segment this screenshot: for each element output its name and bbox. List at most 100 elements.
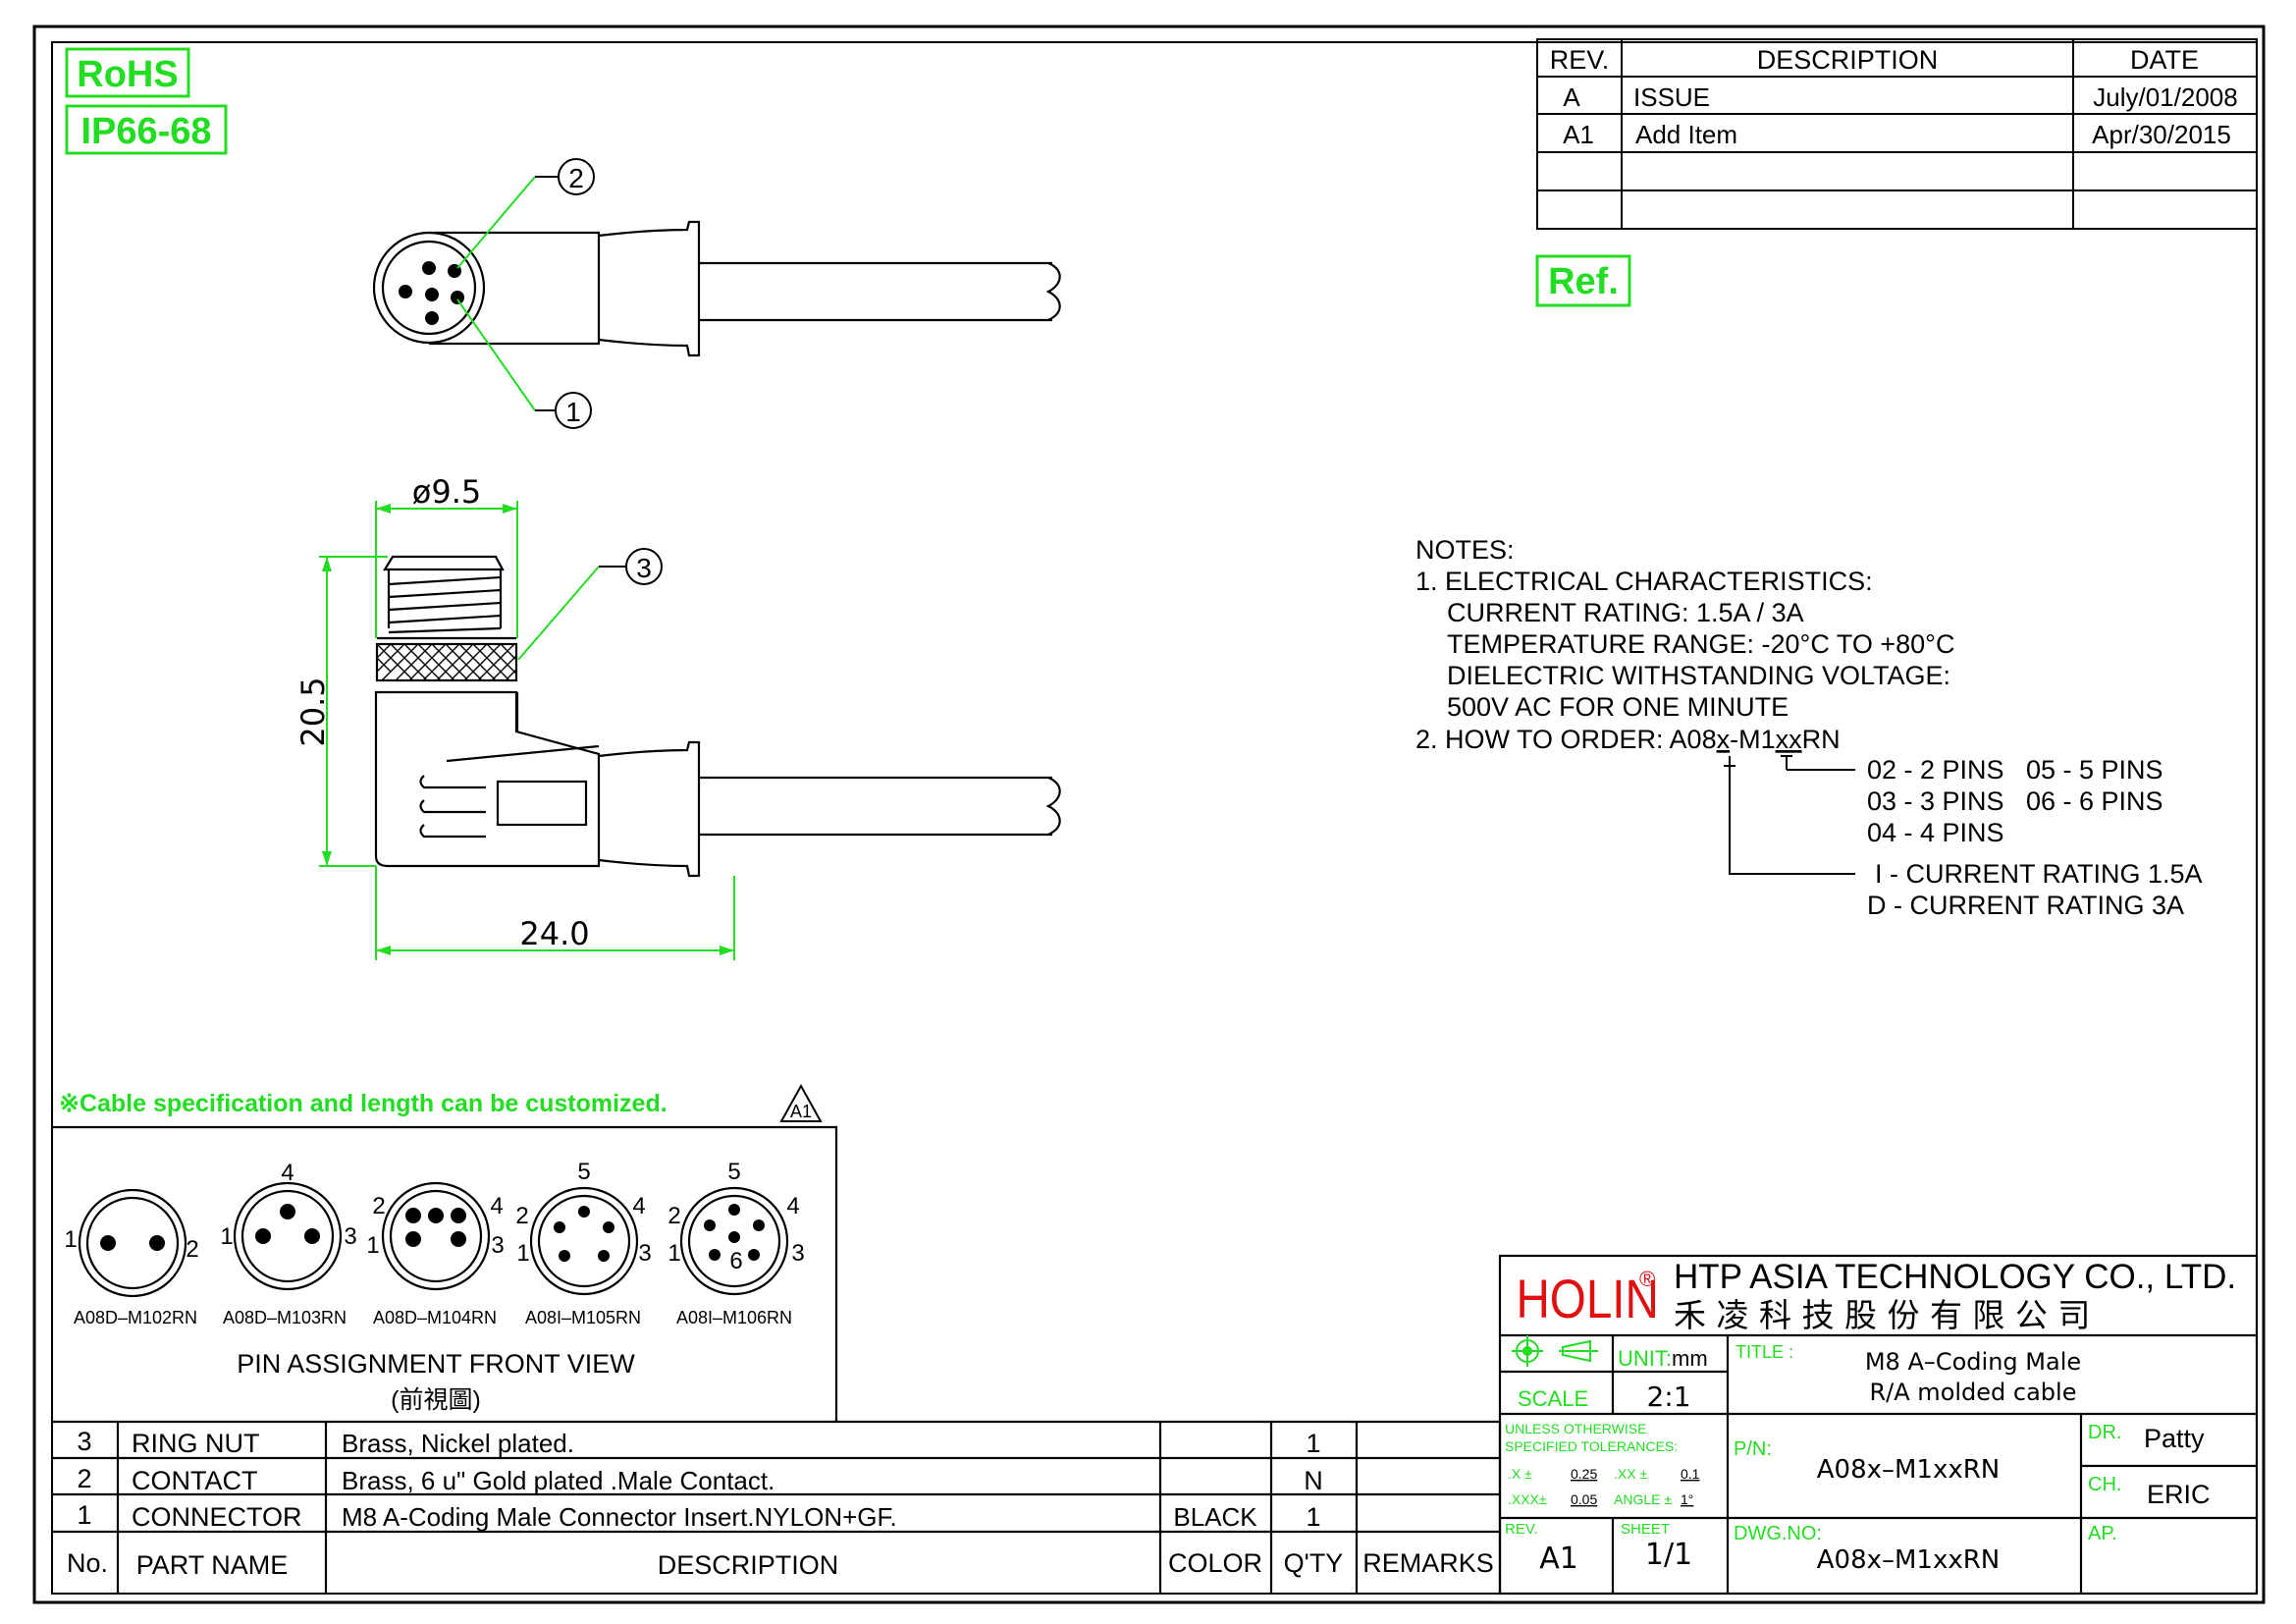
pin-3pin-label-4: 4 [281,1160,294,1186]
sheet-label: SHEET [1621,1521,1670,1538]
unit-label: UNIT:mm [1618,1346,1708,1371]
title-line-2: R/A molded cable [1870,1379,2077,1406]
callout-1: 1 [456,298,592,429]
rohs-label: RoHS [77,54,178,95]
rev-label: REV. [1505,1521,1538,1538]
model-label-4: A08I–M105RN [525,1308,641,1327]
rev-row-2-date: Apr/30/2015 [2092,120,2231,149]
bom-row-1-qty: 1 [1306,1502,1320,1532]
bom-row-1: 1 CONNECTOR M8 A-Coding Male Connector I… [77,1500,1320,1532]
dim-diameter-label: ø9.5 [412,473,481,511]
notes-line-4: DIELECTRIC WITHSTANDING VOLTAGE: [1447,661,1950,690]
pin-6pin-label-5: 5 [727,1159,740,1185]
bom-header-row: No. PART NAME DESCRIPTION COLOR Q'TY REM… [67,1548,1494,1580]
notes-line-1: 1. ELECTRICAL CHARACTERISTICS: [1415,567,1873,596]
rating-d: D - CURRENT RATING 3A [1867,891,2184,920]
company-logo: HOLIN [1516,1269,1658,1329]
tolerance-x: .X ± [1508,1466,1532,1482]
callout-2-label: 2 [568,163,584,193]
bom-header-color: COLOR [1168,1548,1262,1578]
rohs-badge: RoHS [65,47,190,98]
connector-side-view [374,555,1061,878]
bom-row-2-qty: N [1304,1466,1323,1495]
ref-label: Ref. [1548,261,1619,302]
order-leader-lines [1724,755,1855,875]
title-label: TITLE : [1735,1342,1793,1362]
dwg-no-value: A08x–M1xxRN [1817,1545,2001,1575]
ip-rating-label: IP66-68 [80,111,211,152]
pin-2pin-label-2: 2 [186,1236,198,1263]
notes-line-3: TEMPERATURE RANGE: -20°C TO +80°C [1447,629,1954,659]
pin-view-3pin: 4 1 3 [220,1160,357,1291]
drawn-by-value: Patty [2144,1424,2205,1453]
tolerance-xxx: .XXX± [1508,1491,1547,1507]
projection-symbol-icon [1512,1335,1598,1367]
pin-4pin-label-2: 2 [372,1193,385,1219]
pin-5pin-label-5: 5 [577,1159,590,1185]
pin-5pin-label-3: 3 [638,1240,651,1267]
pin-view-4pin: 2 4 1 3 [366,1181,505,1291]
pin-6pin-label-4: 4 [786,1193,799,1219]
bom-table-grid [52,1420,1502,1594]
rev-row-1-rev: A [1563,82,1580,112]
contact-pins [399,261,464,325]
pn-value: A08x–M1xxRN [1817,1455,2001,1485]
pn-label: P/N: [1734,1438,1772,1460]
bom-row-1-desc: M8 A-Coding Male Connector Insert.NYLON+… [342,1502,897,1532]
rev-row-1-description: ISSUE [1633,82,1710,112]
rev-row-2-rev: A1 [1563,120,1594,149]
dwg-no-label: DWG.NO: [1734,1523,1822,1544]
company-name-en: HTP ASIA TECHNOLOGY CO., LTD. [1674,1258,2236,1296]
pin-2pin-label-1: 1 [64,1226,77,1253]
pin-view-6pin: 5 2 4 1 3 6 [667,1159,805,1296]
ref-badge: Ref. [1535,254,1631,307]
scale-value: 2:1 [1646,1380,1690,1413]
pin-assignment-subtitle: (前視圖) [391,1386,481,1414]
model-label-1: A08D–M102RN [74,1308,197,1327]
notes-line-2: CURRENT RATING: 1.5A / 3A [1447,598,1804,627]
rating-i: I - CURRENT RATING 1.5A [1875,859,2203,889]
callout-3: 3 [517,548,663,661]
revision-table [1536,38,2258,230]
inner-frame [51,41,2258,1595]
rev-header-date: DATE [2130,45,2199,75]
pin-4pin-label-3: 3 [491,1232,504,1259]
pin-6pin-label-6: 6 [729,1248,742,1274]
model-label-3: A08D–M104RN [373,1308,497,1327]
unit-value: mm [1672,1346,1708,1371]
pin-view-2pin: 1 2 [64,1188,199,1298]
notes-line-5: 500V AC FOR ONE MINUTE [1447,692,1789,722]
order-code: 2. HOW TO ORDER: A08x-M1xxRN [1415,725,1841,754]
rev-row-1-date: July/01/2008 [2093,82,2237,112]
tolerance-label-2: SPECIFIED TOLERANCES: [1505,1438,1678,1454]
title-line-1: M8 A–Coding Male [1865,1348,2081,1376]
pin-4pin-label-1: 1 [366,1232,379,1259]
dimension-lines [319,501,735,960]
sheet-value: 1/1 [1645,1538,1692,1572]
bom-header-qty: Q'TY [1284,1548,1344,1578]
tolerance-x-value: 0.25 [1571,1466,1597,1482]
model-label-2: A08D–M103RN [223,1308,347,1327]
pin-5pin-label-2: 2 [515,1203,528,1229]
bom-header-part: PART NAME [136,1550,289,1580]
checked-by-value: ERIC [2147,1480,2211,1509]
pin-3pin-label-1: 1 [220,1223,233,1250]
bom-row-2-part: CONTACT [132,1466,258,1495]
title-block-grid [1498,1254,2259,1596]
model-label-5: A08I–M106RN [676,1308,792,1327]
scale-label: SCALE [1518,1386,1588,1411]
outer-frame [32,25,2266,1604]
pin-4pin-label-4: 4 [490,1193,503,1219]
bom-header-desc: DESCRIPTION [658,1550,839,1580]
rev-header-description: DESCRIPTION [1757,45,1939,75]
pin-6pin-label-1: 1 [667,1240,680,1267]
bom-row-2: 2 CONTACT Brass, 6 u" Gold plated .Male … [77,1464,1322,1495]
rev-value: A1 [1539,1542,1578,1576]
bom-header-no: No. [67,1548,108,1578]
bom-row-1-no: 1 [77,1500,91,1530]
order-code-suffix: RN [1802,725,1841,754]
pins-03: 03 - 3 PINS [1867,786,2004,816]
bom-row-3: 3 RING NUT Brass, Nickel plated. 1 [77,1427,1320,1458]
tolerance-xx-value: 0.1 [1681,1466,1700,1482]
bom-row-3-desc: Brass, Nickel plated. [342,1429,574,1458]
